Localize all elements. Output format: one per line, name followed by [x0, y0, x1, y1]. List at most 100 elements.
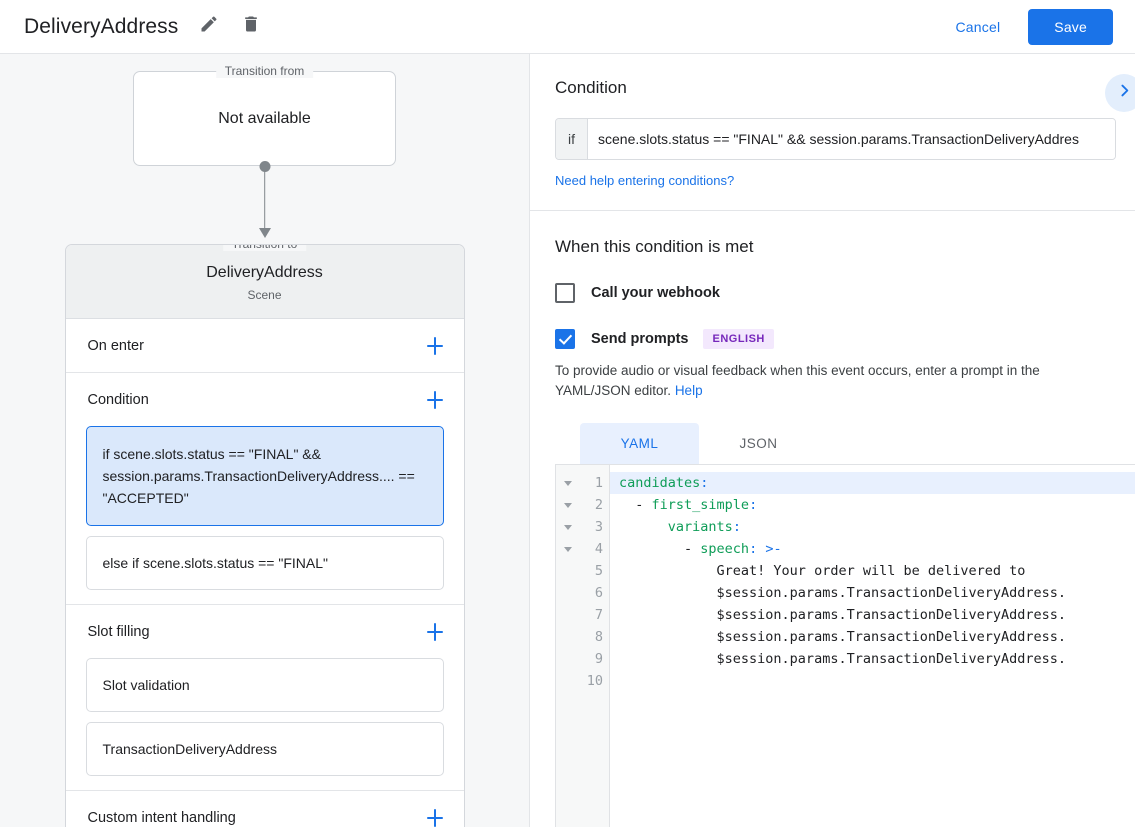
code-token: : >- — [749, 541, 782, 557]
code-line[interactable] — [610, 670, 1135, 692]
slot-filling-list: Slot validation TransactionDeliveryAddre… — [66, 658, 464, 790]
save-button[interactable]: Save — [1028, 8, 1113, 45]
line-number: 10 — [586, 673, 603, 689]
code-line[interactable]: $session.params.TransactionDeliveryAddre… — [610, 648, 1135, 670]
trash-icon — [241, 14, 261, 39]
add-custom-intent-icon[interactable] — [423, 806, 447, 827]
help-link[interactable]: Help — [674, 383, 703, 398]
call-webhook-checkbox[interactable] — [555, 283, 575, 303]
code-content[interactable]: candidates: - first_simple: variants: - … — [610, 465, 1135, 827]
send-prompts-description: To provide audio or visual feedback when… — [555, 361, 1110, 401]
condition-block: Condition if Need help entering conditio… — [530, 54, 1135, 211]
top-bar: DeliveryAddress Cancel Save — [0, 0, 1135, 54]
line-number: 1 — [594, 475, 603, 491]
fold-toggle[interactable] — [556, 516, 579, 538]
section-header-custom-intent[interactable]: Custom intent handling — [66, 791, 464, 827]
line-number: 3 — [594, 519, 603, 535]
add-on-enter-icon[interactable] — [423, 334, 447, 358]
condition-panel-title: Condition — [555, 78, 627, 97]
line-number: 4 — [594, 541, 603, 557]
condition-list: if scene.slots.status == "FINAL" && sess… — [66, 426, 464, 604]
code-token: : — [700, 475, 709, 491]
call-webhook-label[interactable]: Call your webhook — [591, 285, 720, 301]
fold-toggle[interactable] — [556, 494, 579, 516]
code-line[interactable]: candidates: — [610, 472, 1135, 494]
pencil-icon — [199, 14, 219, 39]
when-condition-met-block: When this condition is met Call your web… — [530, 211, 1135, 464]
list-item[interactable]: else if scene.slots.status == "FINAL" — [85, 536, 444, 590]
code-token: $session.params.TransactionDeliveryAddre… — [619, 629, 1067, 645]
chevron-down-icon[interactable] — [563, 502, 572, 508]
webhook-row: Call your webhook — [555, 283, 1110, 303]
chevron-right-icon — [1116, 82, 1133, 104]
connector-arrow-icon — [258, 228, 271, 238]
code-token: speech — [700, 541, 750, 557]
list-item[interactable]: if scene.slots.status == "FINAL" && sess… — [85, 426, 444, 526]
line-number: 7 — [594, 607, 603, 623]
section-header-slot-filling[interactable]: Slot filling — [66, 605, 464, 658]
scene-header: Transition to DeliveryAddress Scene — [65, 245, 464, 319]
code-line[interactable]: $session.params.TransactionDeliveryAddre… — [610, 582, 1135, 604]
section-title: Custom intent handling — [87, 810, 236, 826]
list-item[interactable]: TransactionDeliveryAddress — [85, 722, 444, 776]
line-number: 5 — [594, 563, 603, 579]
add-condition-icon[interactable] — [423, 388, 447, 412]
fold-spacer — [556, 582, 579, 604]
list-item[interactable]: Slot validation — [85, 658, 444, 712]
chevron-down-icon[interactable] — [563, 480, 572, 486]
condition-help-link[interactable]: Need help entering conditions? — [555, 173, 735, 188]
section-title: Condition — [87, 392, 149, 408]
section-slot-filling: Slot filling Slot validation Transaction… — [65, 605, 464, 791]
edit-title-button[interactable] — [192, 10, 226, 44]
code-line[interactable]: $session.params.TransactionDeliveryAddre… — [610, 604, 1135, 626]
code-token: $session.params.TransactionDeliveryAddre… — [619, 651, 1067, 667]
expand-panel-button[interactable] — [1105, 74, 1135, 112]
code-line[interactable]: - first_simple: — [610, 494, 1135, 516]
body-split: Transition from Not available Transition… — [0, 54, 1135, 827]
tab-yaml[interactable]: YAML — [580, 423, 699, 464]
description-text: To provide audio or visual feedback when… — [555, 363, 1040, 398]
section-custom-intent-handling: Custom intent handling — [66, 791, 464, 827]
code-token: first_simple — [651, 497, 750, 513]
scene-type: Scene — [247, 288, 282, 302]
code-token: $session.params.TransactionDeliveryAddre… — [619, 585, 1067, 601]
condition-input-row[interactable]: if — [555, 118, 1116, 160]
code-line[interactable]: $session.params.TransactionDeliveryAddre… — [610, 626, 1135, 648]
cancel-button[interactable]: Cancel — [942, 10, 1015, 44]
if-prefix-label: if — [556, 119, 588, 159]
section-header-on-enter[interactable]: On enter — [66, 319, 464, 372]
fold-toggle[interactable] — [556, 472, 579, 494]
fold-spacer — [556, 648, 579, 670]
fold-toggle[interactable] — [556, 538, 579, 560]
send-prompts-checkbox[interactable] — [555, 329, 575, 349]
connector-dot — [259, 161, 270, 172]
chevron-down-icon[interactable] — [563, 524, 572, 530]
condition-header-row: Condition — [555, 78, 1116, 98]
section-title: Slot filling — [87, 624, 150, 640]
tab-json[interactable]: JSON — [739, 436, 778, 451]
fold-spacer — [556, 626, 579, 648]
code-token: candidates — [619, 475, 701, 491]
fold-spacer — [556, 604, 579, 626]
delete-button[interactable] — [234, 10, 268, 44]
code-line[interactable]: Great! Your order will be delivered to — [610, 560, 1135, 582]
chevron-down-icon[interactable] — [563, 546, 572, 552]
condition-input[interactable] — [588, 119, 1115, 159]
line-number: 2 — [594, 497, 603, 513]
send-prompts-row: Send prompts ENGLISH — [555, 329, 1110, 349]
section-header-condition[interactable]: Condition — [66, 373, 464, 426]
transition-from-box: Transition from Not available — [133, 64, 396, 166]
add-slot-filling-icon[interactable] — [423, 620, 447, 644]
line-number: 8 — [594, 629, 603, 645]
code-token: : — [749, 497, 758, 513]
code-line[interactable]: variants: — [610, 516, 1135, 538]
send-prompts-label[interactable]: Send prompts — [591, 331, 689, 347]
code-token — [619, 519, 668, 535]
code-token: - — [619, 541, 701, 557]
code-line[interactable]: - speech: >- — [610, 538, 1135, 560]
fold-spacer — [556, 670, 579, 692]
transition-to-card: Transition to DeliveryAddress Scene On e… — [64, 244, 465, 827]
when-met-title: When this condition is met — [555, 237, 754, 256]
